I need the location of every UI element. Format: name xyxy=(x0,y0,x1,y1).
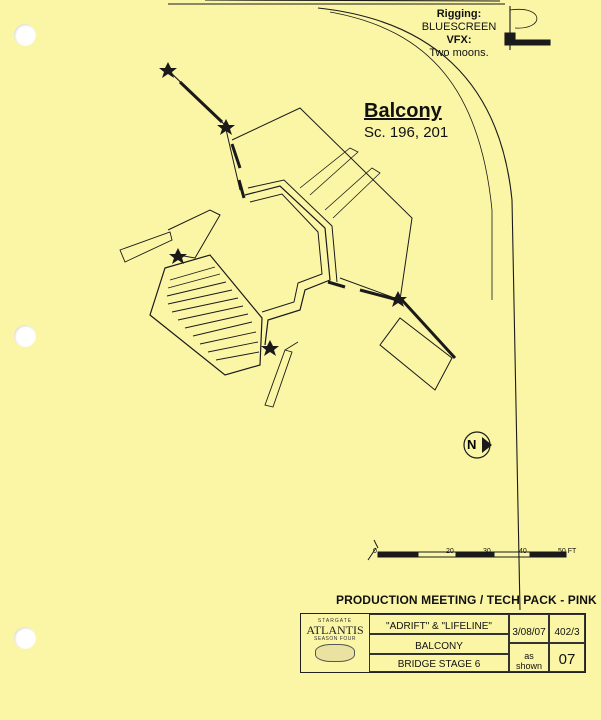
balcony-rail-outer xyxy=(244,185,331,346)
binder-hole-top xyxy=(14,24,36,46)
stage-cell: BRIDGE STAGE 6 xyxy=(369,654,509,672)
balcony-rail-inner xyxy=(249,193,323,313)
platform-lower-right xyxy=(379,317,453,391)
stairs-block xyxy=(149,254,263,376)
stair-treads xyxy=(166,266,260,361)
rigging-value: BLUESCREEN xyxy=(421,21,497,33)
stage-curve-outer xyxy=(317,7,521,611)
episode-no-value: 402/3 xyxy=(554,627,580,638)
scale-tick-50: 50 FT xyxy=(558,548,577,555)
episode-no-cell: 402/3 xyxy=(549,614,585,643)
scale-cell: as shown xyxy=(509,643,549,672)
logo-main: ATLANTIS xyxy=(306,623,364,637)
stage-wall-top xyxy=(204,0,501,2)
vfx-value: Two moons. xyxy=(429,47,489,59)
rigging-label: Rigging: xyxy=(436,8,482,20)
page-no-value: 07 xyxy=(558,651,576,668)
title-block: STARGATE ATLANTIS SEASON FOUR "ADRIFT" &… xyxy=(300,613,586,673)
north-label: N xyxy=(467,437,477,452)
vfx-label: VFX: xyxy=(446,34,472,46)
set-title: Balcony xyxy=(364,100,442,122)
episode-cell: "ADRIFT" & "LIFELINE" xyxy=(369,614,509,634)
show-logo: STARGATE ATLANTIS SEASON FOUR xyxy=(303,617,367,669)
scale-bar xyxy=(367,539,567,561)
scale-tick-0: 0 xyxy=(373,548,377,555)
scale-tick-40: 40 xyxy=(519,548,527,555)
logo-top: STARGATE xyxy=(317,618,353,624)
binder-hole-bottom xyxy=(14,627,36,649)
page-no-cell: 07 xyxy=(549,643,585,672)
scale-tick-30: 30 xyxy=(483,548,491,555)
stage-value: BRIDGE STAGE 6 xyxy=(397,659,481,670)
logo-emblem xyxy=(315,644,355,662)
scene-numbers: Sc. 196, 201 xyxy=(364,124,449,141)
balcony-outline xyxy=(231,107,413,301)
scale-tick-20: 20 xyxy=(446,548,454,555)
logo-sub: SEASON FOUR xyxy=(314,636,356,642)
survey-date-cell: 3/08/07 xyxy=(509,614,549,643)
drawing-title-cell: BALCONY xyxy=(369,634,509,654)
rigging-notes: Rigging: BLUESCREEN VFX: Two moons. xyxy=(404,8,514,60)
survey-date-value: 3/08/07 xyxy=(512,627,546,638)
north-arrow-icon: N xyxy=(462,428,496,462)
drawing-title-value: BALCONY xyxy=(415,641,463,652)
binder-hole-middle xyxy=(14,325,36,347)
set-markers xyxy=(159,62,407,356)
production-meeting-line: PRODUCTION MEETING / TECH PACK - PINK xyxy=(336,593,597,607)
stage-curve-inner xyxy=(329,11,493,300)
scale-value: as shown xyxy=(515,651,542,671)
episode-value: "ADRIFT" & "LIFELINE" xyxy=(386,621,492,632)
